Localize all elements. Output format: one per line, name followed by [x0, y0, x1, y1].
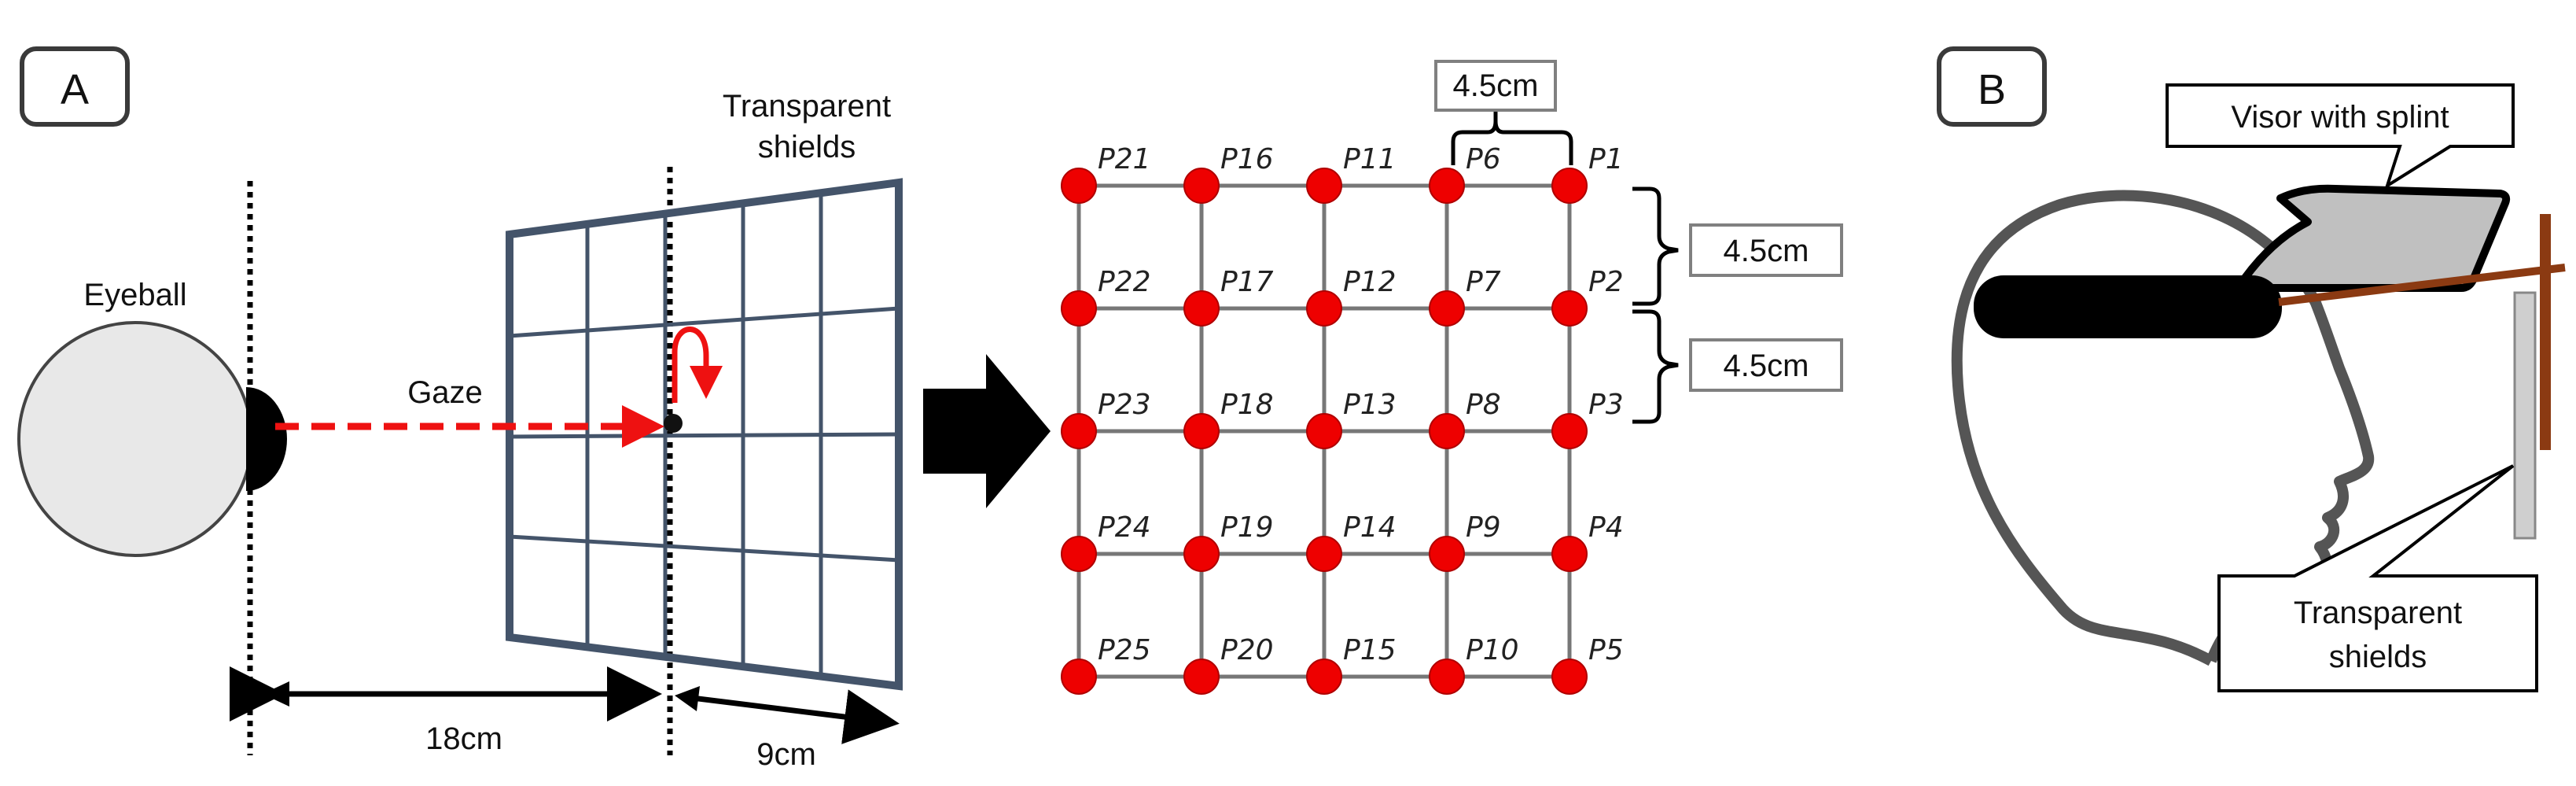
measurement-point — [1183, 536, 1220, 572]
panel-a: A Eyeball Transparent shields Gaze 18cm — [17, 46, 903, 772]
measurement-point — [1306, 536, 1342, 572]
measurement-point-label: P1 — [1588, 143, 1624, 175]
eyeball-label: Eyeball — [83, 278, 186, 312]
measurement-point — [1429, 290, 1465, 327]
measurement-point-label: P21 — [1098, 143, 1151, 175]
measurement-point — [1429, 536, 1465, 572]
measurement-point-label: P24 — [1098, 511, 1151, 544]
spacing-top-brace — [1451, 112, 1573, 165]
visor — [2234, 184, 2511, 292]
measurement-point — [1429, 168, 1465, 204]
measurement-point — [1551, 536, 1588, 572]
measurement-point — [1551, 413, 1588, 449]
measurement-point-label: P14 — [1343, 511, 1397, 544]
panel-b: B Visor with splint Transparent shields — [1937, 46, 2566, 692]
distance-label-18cm: 18cm — [425, 721, 502, 756]
measurement-point-label: P12 — [1343, 266, 1397, 298]
measurement-point — [1061, 536, 1097, 572]
transition-arrow-icon — [923, 354, 1051, 508]
panel-b-badge: B — [1978, 66, 2006, 113]
visor-label: Visor with splint — [2231, 100, 2449, 135]
measurement-point-label: P19 — [1220, 511, 1274, 544]
measurement-point — [1183, 413, 1220, 449]
spacing-right-label-2: 4.5cm — [1724, 349, 1809, 383]
measurement-point-label: P25 — [1098, 634, 1151, 666]
measurement-point — [1061, 659, 1097, 695]
splint-post — [2540, 214, 2551, 450]
measurement-point-label: P15 — [1343, 634, 1397, 666]
measurement-point-label: P9 — [1466, 511, 1501, 544]
measurement-point-label: P20 — [1220, 634, 1274, 666]
measurement-point — [1306, 290, 1342, 327]
eyeball — [17, 321, 253, 557]
measurement-point-label: P5 — [1588, 634, 1624, 666]
panel-a-badge-box — [20, 46, 130, 127]
measurement-point-label: P13 — [1343, 389, 1397, 421]
gaze-point — [664, 414, 683, 433]
spacing-right-box-2 — [1689, 338, 1843, 392]
distance-arrow-18cm-left-head — [263, 681, 289, 707]
spacing-right-brace-1 — [1632, 186, 1679, 306]
spacing-top-label: 4.5cm — [1453, 68, 1539, 103]
measurement-point — [1551, 290, 1588, 327]
measurement-point — [1429, 413, 1465, 449]
measurement-point — [1551, 659, 1588, 695]
measurement-point-label: P3 — [1588, 389, 1624, 421]
splint-bar — [2278, 264, 2566, 306]
measurement-point-label: P22 — [1098, 266, 1151, 298]
measurement-point-label: P16 — [1220, 143, 1274, 175]
measurement-point — [1183, 168, 1220, 204]
measurement-point — [1306, 413, 1342, 449]
measurement-point-label: P10 — [1466, 634, 1519, 666]
measurement-point — [1183, 290, 1220, 327]
measurement-point-label: P4 — [1588, 511, 1624, 544]
measurement-point — [1183, 659, 1220, 695]
measurement-point-label: P11 — [1343, 143, 1397, 175]
visor-callout — [2166, 83, 2515, 190]
transparent-shield-strip — [2513, 291, 2537, 540]
measurement-point-label: P17 — [1220, 266, 1274, 298]
panel-b-badge-box — [1937, 46, 2047, 127]
spacing-top-box — [1434, 60, 1557, 112]
measurement-point-label: P23 — [1098, 389, 1151, 421]
spacing-right-brace-2 — [1632, 309, 1679, 424]
distance-arrow-9cm — [685, 689, 900, 744]
shields-label-line1: Transparent — [723, 89, 891, 124]
headband — [1974, 275, 2282, 338]
gaze-label: Gaze — [407, 375, 483, 410]
measurement-point-label: P6 — [1466, 143, 1501, 175]
distance-arrow-9cm-left-head — [675, 686, 700, 711]
rotation-arrow-icon — [672, 327, 723, 403]
measurement-point-label: P7 — [1466, 266, 1501, 298]
measurement-point — [1429, 659, 1465, 695]
spacing-right-label-1: 4.5cm — [1724, 234, 1809, 268]
measurement-point — [1306, 659, 1342, 695]
shields-callout — [2217, 464, 2538, 692]
measurement-point — [1306, 168, 1342, 204]
measurement-point — [1061, 168, 1097, 204]
pupil — [246, 387, 287, 491]
measurement-point — [1061, 290, 1097, 327]
grid-spacing-annotations: 4.5cm 4.5cm 4.5cm — [1434, 60, 1843, 424]
measurement-point-label: P8 — [1466, 389, 1501, 421]
measurement-point-label: P18 — [1220, 389, 1274, 421]
measurement-point — [1061, 413, 1097, 449]
measurement-point — [1551, 168, 1588, 204]
shields-label-line2: shields — [758, 130, 856, 164]
shields-b-label-line2: shields — [2329, 640, 2427, 674]
measurement-point-label: P2 — [1588, 266, 1624, 298]
distance-label-9cm: 9cm — [756, 737, 816, 772]
panel-a-badge: A — [61, 66, 89, 113]
spacing-right-box-1 — [1689, 223, 1843, 277]
transparent-shield-grid — [506, 178, 903, 691]
shields-b-label-line1: Transparent — [2294, 596, 2462, 630]
